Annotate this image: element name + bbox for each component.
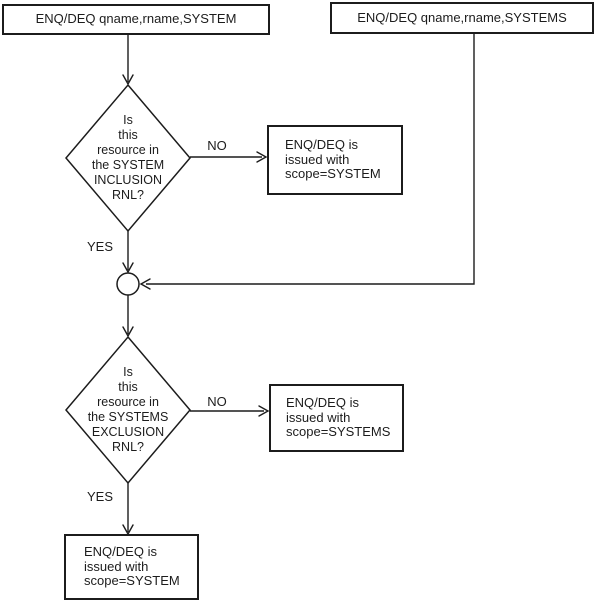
result-system-bottom-label: ENQ/DEQ is issued with scope=SYSTEM [84,544,180,589]
exclusion-no-label: NO [207,394,227,409]
exclusion-yes-label: YES [86,489,113,504]
exclusion-decision-label: Is this resource in the SYSTEMS EXCLUSIO… [87,365,169,454]
inclusion-yes-label: YES [86,239,113,254]
arrowhead-right-result-systems [258,405,270,417]
arrowhead-left-join [139,278,151,290]
result-systems-label: ENQ/DEQ is issued with scope=SYSTEMS [286,395,391,440]
start-system-box [2,4,270,35]
start-systems-box [330,2,594,34]
arrowhead-down-result-bottom [122,524,134,536]
start-system-label: ENQ/DEQ qname,rname,SYSTEM [35,11,237,27]
result-systems-box [269,384,404,452]
arrowhead-down-inclusion [122,74,134,86]
join-connector-circle [116,272,140,296]
start-systems-label: ENQ/DEQ qname,rname,SYSTEMS [357,9,567,25]
result-system-top-box [267,125,403,195]
result-system-top-label: ENQ/DEQ is issued with scope=SYSTEM [285,137,381,182]
arrowhead-down-exclusion [122,326,134,338]
arrowhead-down-join [122,262,134,274]
inclusion-no-label: NO [207,138,227,153]
arrowhead-right-result-top [256,151,268,163]
result-system-bottom-box [64,534,199,600]
edge-start-systems-to-join [146,33,475,285]
inclusion-decision-label: Is this resource in the SYSTEM INCLUSION… [91,113,165,202]
